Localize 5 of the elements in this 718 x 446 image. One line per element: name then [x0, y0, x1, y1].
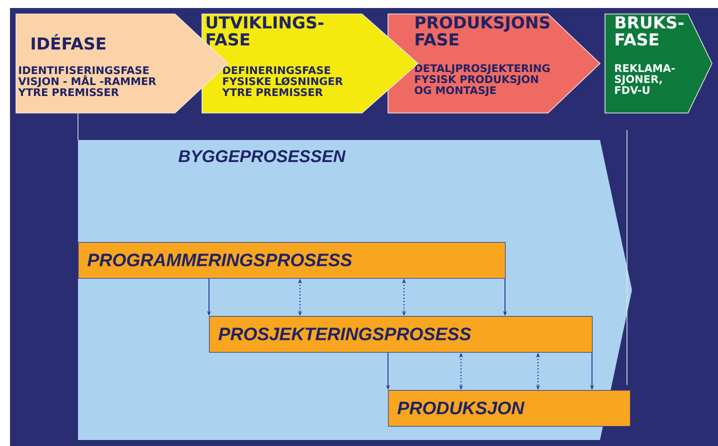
phase-banner: BRUKS- FASE REKLAMA- SJONER, FDV-U [604, 14, 712, 114]
process-bar: PRODUKSJON [388, 390, 631, 427]
process-bar: PROSJEKTERINGSPROSESS [209, 316, 593, 353]
phase-banner: PRODUKSJONS FASE DETALJPROSJEKTERING FYSISK PRODUKSJON OG MONTASJE [388, 14, 601, 114]
process-bar: PROGRAMMERINGSPROSESS [78, 242, 506, 279]
